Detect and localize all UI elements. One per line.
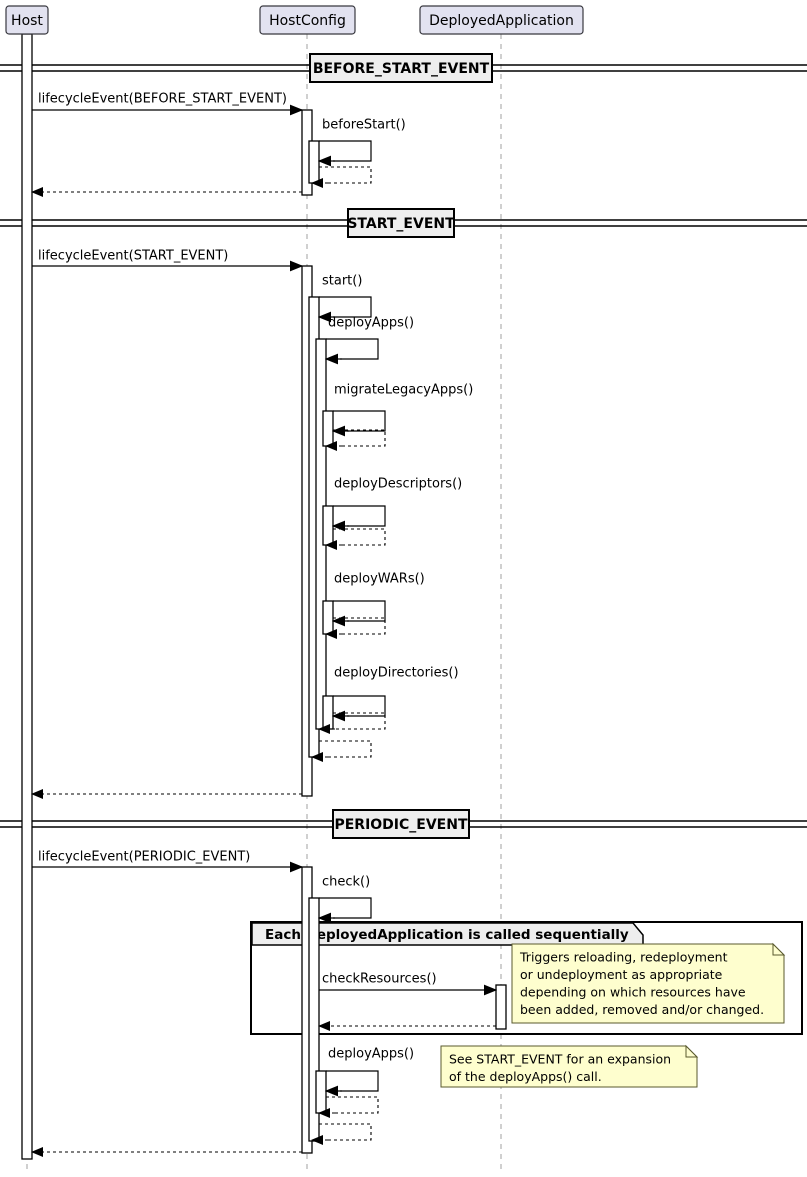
message-m14: deployDirectories() [331, 666, 459, 722]
note-line: of the deployApps() call. [449, 1069, 602, 1084]
activation-bar [322, 505, 334, 546]
divider-label-box [347, 208, 455, 238]
note-check-resources: Triggers reloading, redeployment or undep… [511, 942, 786, 1024]
message-m9 [324, 429, 386, 451]
message-label: deployWARs() [334, 572, 425, 587]
participant-host[interactable]: Host [5, 5, 49, 35]
self-call-path [326, 338, 379, 360]
message-m10: deployDescriptors() [331, 477, 462, 532]
note-body [440, 1045, 698, 1088]
loop-frame [250, 921, 803, 1035]
activation-bar [315, 1070, 327, 1114]
participant-config[interactable]: HostConfig [259, 5, 356, 35]
self-call-path [333, 505, 386, 527]
note-fold-corner [772, 942, 786, 956]
message-label: check() [322, 875, 370, 890]
activation-bar [308, 140, 320, 184]
note-body [511, 943, 785, 1024]
self-call-path [333, 600, 386, 622]
notes-group: Triggers reloading, redeployment or undep… [440, 942, 786, 1088]
message-m5: lifecycleEvent(START_EVENT) [32, 249, 304, 272]
loop-each-deployed-application: Each DeployedApplication is called seque… [250, 921, 803, 1035]
loop-label-tab [251, 922, 644, 946]
message-m7: deployApps() [324, 316, 414, 365]
divider-periodic: PERIODIC_EVENT [0, 809, 807, 839]
self-return-path [319, 740, 372, 758]
self-return-path [333, 617, 386, 635]
message-m1: lifecycleEvent(BEFORE_START_EVENT) [32, 92, 304, 116]
note-line: or undeployment as appropriate [520, 967, 723, 982]
divider-label-box [309, 53, 493, 83]
loops-group: Each DeployedApplication is called seque… [250, 921, 803, 1035]
message-m6: start() [317, 274, 372, 323]
divider-label: PERIODIC_EVENT [334, 817, 467, 833]
self-return-path [319, 166, 372, 184]
message-m19: check() [317, 875, 372, 924]
message-label: lifecycleEvent(PERIODIC_EVENT) [38, 850, 250, 865]
self-return-path [333, 712, 386, 730]
note-line: See START_EVENT for an expansion [449, 1052, 671, 1067]
activation-bar [322, 410, 334, 447]
activation-bar [322, 695, 334, 730]
loop-label: Each DeployedApplication is called seque… [265, 927, 629, 943]
note-deploy-apps: See START_EVENT for an expansion of the d… [440, 1044, 699, 1088]
message-label: deployApps() [328, 1047, 414, 1062]
message-m18: lifecycleEvent(PERIODIC_EVENT) [32, 850, 304, 873]
self-return-path [326, 1096, 379, 1114]
self-call-path [319, 140, 372, 162]
participant-deploy[interactable]: DeployedApplication [419, 5, 584, 35]
participant-label: Host [11, 13, 43, 29]
message-label: deployDescriptors() [334, 477, 462, 492]
message-m22: deployApps() [324, 1047, 414, 1097]
message-m13 [324, 617, 386, 639]
participant-label: HostConfig [269, 13, 346, 29]
note-fold-corner [685, 1044, 699, 1058]
message-m2: beforeStart() [317, 118, 406, 167]
activation-bar [322, 600, 334, 635]
activation-bar [21, 33, 33, 1160]
participant-box[interactable] [419, 5, 584, 35]
divider-before-start: BEFORE_START_EVENT [0, 53, 807, 83]
self-call-path [326, 1070, 379, 1092]
message-m8: migrateLegacyApps() [331, 383, 473, 437]
message-label: migrateLegacyApps() [334, 383, 473, 398]
self-call-path [319, 296, 372, 318]
self-call-path [319, 897, 372, 919]
message-m3 [310, 166, 372, 188]
self-return-path [319, 1123, 372, 1141]
dividers-group: BEFORE_START_EVENT START_EVENT PERIODIC_EV… [0, 53, 807, 839]
messages-group: lifecycleEvent(BEFORE_START_EVENT)before… [30, 92, 498, 1157]
divider-label-box [332, 809, 470, 839]
message-label: checkResources() [322, 972, 437, 987]
note-line: Triggers reloading, redeployment [519, 950, 728, 965]
participant-box[interactable] [5, 5, 49, 35]
self-return-path [333, 528, 386, 546]
message-m23 [317, 1096, 379, 1118]
message-label: lifecycleEvent(BEFORE_START_EVENT) [38, 92, 287, 107]
message-m20: checkResources() [319, 972, 498, 996]
participant-label: DeployedApplication [429, 13, 574, 29]
note-line: depending on which resources have [520, 985, 746, 1000]
self-call-path [333, 695, 386, 717]
message-m15 [317, 712, 386, 734]
message-label: deployDirectories() [334, 666, 459, 681]
message-label: start() [322, 274, 362, 289]
message-m16 [310, 740, 372, 762]
self-call-path [333, 410, 386, 432]
message-m11 [324, 528, 386, 550]
participants-group: Host HostConfig DeployedApplication [5, 5, 584, 35]
message-m12: deployWARs() [331, 572, 425, 627]
divider-label: BEFORE_START_EVENT [313, 61, 490, 77]
message-label: beforeStart() [322, 118, 406, 133]
self-return-path [333, 429, 386, 447]
message-label: deployApps() [328, 316, 414, 331]
note-line: been added, removed and/or changed. [520, 1002, 764, 1017]
divider-start: START_EVENT [0, 208, 807, 238]
divider-label: START_EVENT [347, 216, 455, 232]
message-m24 [310, 1123, 372, 1145]
activation-bar [495, 984, 507, 1030]
message-label: lifecycleEvent(START_EVENT) [38, 249, 228, 264]
participant-box[interactable] [259, 5, 356, 35]
